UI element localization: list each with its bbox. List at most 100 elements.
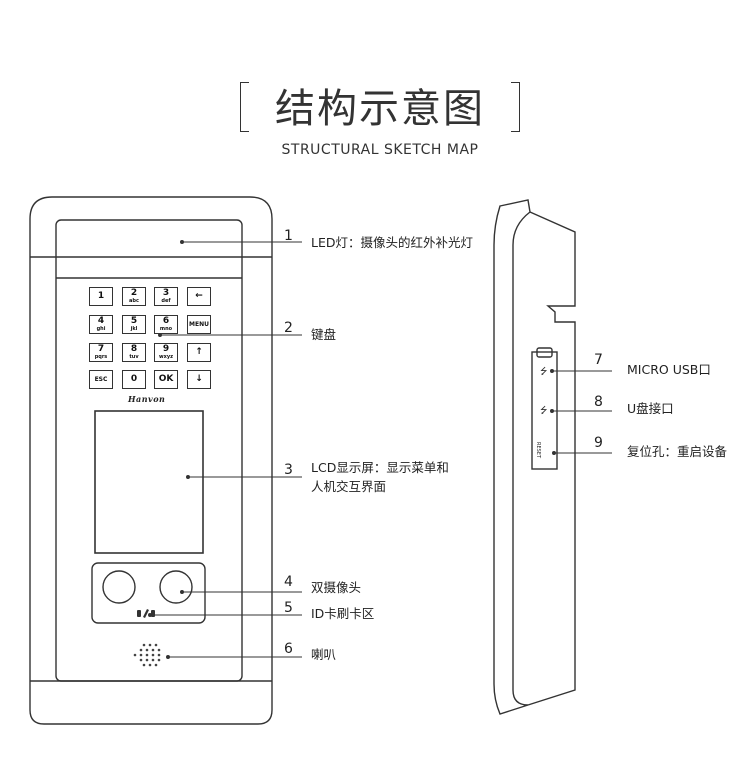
speaker-hole [157,653,161,657]
lcd-screen [94,410,204,554]
key-13[interactable]: 0 [122,370,146,389]
key-sublabel: jkl [130,326,138,332]
callout-label-3-line2: 人机交互界面 [311,479,387,494]
usb-symbol-udisk: ⭍ [540,405,548,416]
reset-port-label: RESET [535,442,541,459]
diagram-title: 结构示意图 [275,86,485,132]
key-sublabel: def [161,298,171,304]
key-label: 6 [162,316,170,326]
speaker-hole [145,653,149,657]
diagram-title-block: 结构示意图 [240,72,520,132]
key-label: 8 [130,344,138,354]
speaker-hole [139,658,143,662]
key-sublabel: pqrs [94,354,108,360]
speaker-hole [154,643,158,647]
speaker-hole [154,663,158,667]
key-label: 7 [97,344,105,354]
speaker-hole [133,653,137,657]
card-symbol-mid [143,609,149,618]
callout-label-6: 喇叭 [311,647,337,662]
speaker-hole [139,653,143,657]
brand-logo: Hanvon [128,394,166,404]
side-device-outline [493,199,531,715]
front-panel [55,219,243,682]
key-label: OK [158,374,174,384]
callout-num-4: 4 [284,574,293,590]
key-sublabel: wxyz [158,354,173,360]
speaker-hole [139,648,143,652]
callout-num-5: 5 [284,600,293,616]
key-label: MENU [189,321,209,328]
usb-symbol-micro: ⭍ [540,366,548,377]
callout-label-1: LED灯：摄像头的红外补光灯 [311,235,473,250]
callout-label-7: MICRO USB口 [627,362,711,377]
key-label: 0 [130,374,138,384]
callout-num-9: 9 [594,435,603,451]
side-port-tab [536,347,553,358]
title-bracket-right [511,82,520,132]
speaker-hole [151,653,155,657]
speaker-hole [151,658,155,662]
camera-lens-left [102,570,136,604]
key-label: 9 [162,344,170,354]
key-sublabel: ghi [96,326,106,332]
key-sublabel: mno [159,326,173,332]
callout-num-3: 3 [284,462,293,478]
speaker-hole [142,663,146,667]
speaker-hole [157,658,161,662]
key-3[interactable]: ← [187,287,211,306]
speaker-hole [148,663,152,667]
key-label: ↑ [195,347,203,357]
speaker-hole [145,648,149,652]
callout-label-3: LCD显示屏：显示菜单和 [311,460,449,475]
callout-num-6: 6 [284,641,293,657]
key-label: ← [195,291,203,301]
callout-num-8: 8 [594,394,603,410]
callout-num-1: 1 [284,228,293,244]
camera-module [91,562,206,624]
callout-label-4: 双摄像头 [311,580,362,595]
key-11[interactable]: ↑ [187,343,211,362]
camera-lens-right [159,570,193,604]
speaker-hole [145,658,149,662]
key-label: 1 [97,291,105,301]
key-label: 4 [97,316,105,326]
speaker-hole [142,643,146,647]
callout-num-2: 2 [284,320,293,336]
key-label: ↓ [195,374,203,384]
callout-label-9: 复位孔：重启设备 [627,444,728,459]
key-label: 3 [162,288,170,298]
key-label: 2 [130,288,138,298]
diagram-subtitle: STRUCTURAL SKETCH MAP [281,142,479,158]
speaker-grille [133,643,161,667]
callout-label-8: U盘接口 [627,401,674,416]
key-14[interactable]: OK [154,370,178,389]
speaker-hole [148,643,152,647]
callout-label-5: ID卡刷卡区 [311,606,375,621]
key-12[interactable]: ESC [89,370,113,389]
key-7[interactable]: MENU [187,315,211,334]
side-device-back [527,211,576,706]
key-sublabel: tuv [129,354,139,360]
key-label: ESC [94,376,108,383]
key-15[interactable]: ↓ [187,370,211,389]
card-symbol-left [137,610,141,617]
front-device-outline [29,196,273,725]
key-label: 5 [130,316,138,326]
speaker-hole [151,648,155,652]
title-bracket-left [240,82,249,132]
key-sublabel: abc [129,298,139,304]
callout-num-7: 7 [594,352,603,368]
key-0[interactable]: 1 [89,287,113,306]
speaker-hole [157,648,161,652]
callout-label-2: 键盘 [311,327,337,342]
